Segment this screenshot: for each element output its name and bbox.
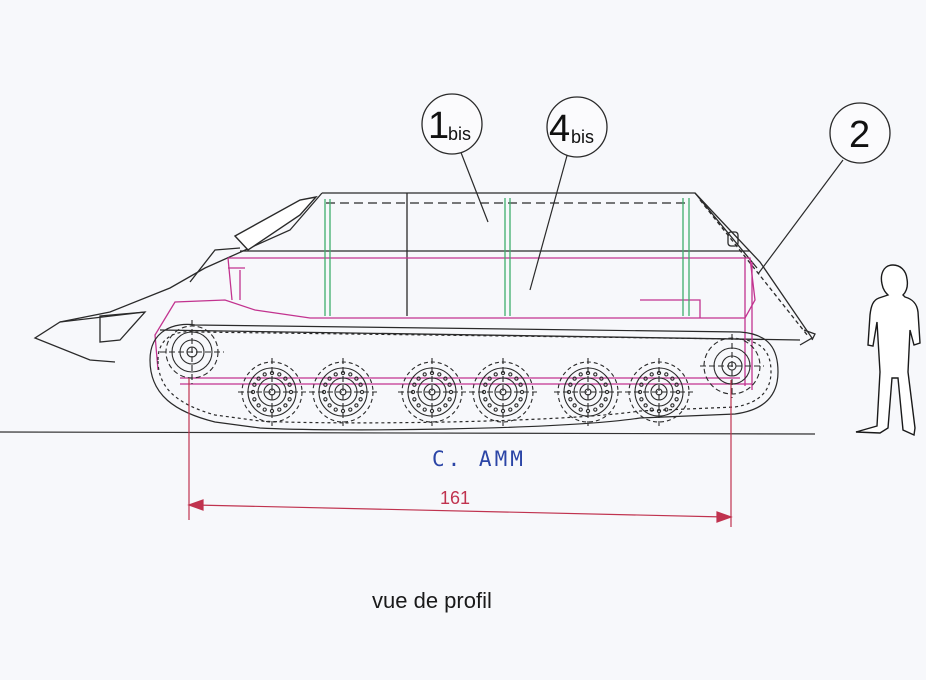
road-wheel: [238, 358, 306, 426]
inner-compartment: [154, 257, 756, 390]
road-wheels: [238, 358, 693, 426]
ground-line: [0, 431, 816, 435]
track-assembly: [149, 323, 779, 431]
frame-posts: [324, 198, 690, 316]
callout-1bis-number: 1: [428, 105, 449, 147]
caption: vue de profil: [372, 588, 492, 613]
road-wheel: [309, 358, 377, 426]
road-wheel: [469, 358, 537, 426]
dimension-label: 161: [440, 488, 470, 508]
dimension-161: [187, 378, 733, 527]
handwritten-note: C. AMM: [432, 447, 526, 471]
road-wheel: [554, 358, 622, 426]
idler-wheel: [700, 334, 764, 398]
callout-1bis-suffix: bis: [448, 124, 471, 144]
callout-2: 2: [829, 102, 891, 164]
callout-1bis: 1 bis: [421, 93, 483, 155]
callout-2-number: 2: [849, 114, 870, 156]
human-scale-figure: [855, 264, 921, 437]
callout-4bis-suffix: bis: [571, 127, 594, 147]
road-wheel: [398, 358, 466, 426]
callout-leaders: [459, 149, 844, 291]
hull-outline: [33, 192, 816, 363]
road-wheel: [625, 358, 693, 426]
drive-sprocket: [160, 320, 224, 384]
callout-4bis-number: 4: [549, 108, 570, 150]
callout-4bis: 4 bis: [546, 96, 608, 158]
